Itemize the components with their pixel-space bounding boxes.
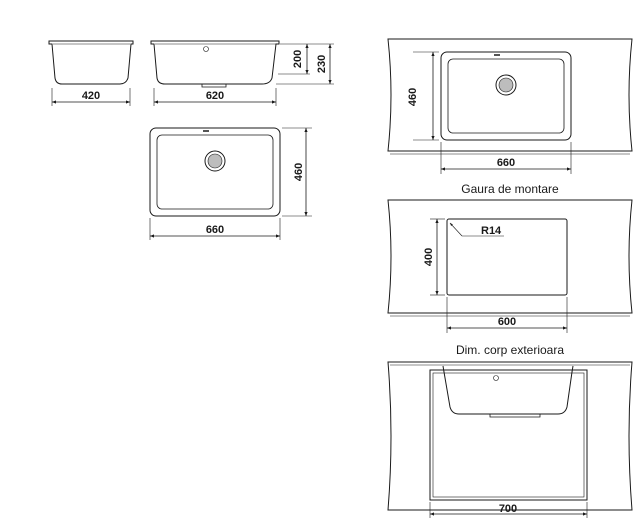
- countertop-slab: [387, 361, 633, 511]
- top-view: [149, 127, 312, 240]
- overflow-hole: [493, 375, 499, 381]
- cabinet-inner-outline: [432, 372, 585, 498]
- drain: [498, 77, 514, 93]
- sink-bowl: [447, 58, 565, 134]
- sink-bowl: [156, 134, 274, 210]
- drain-outlet: [201, 84, 227, 88]
- sink-outer-rim: [440, 51, 572, 141]
- front-view: [150, 40, 334, 106]
- dim-label-620: 620: [206, 90, 224, 102]
- sink-side-profile: [48, 40, 134, 85]
- cabinet-outline: [429, 369, 588, 501]
- sink-body-profile: [442, 365, 574, 415]
- dim-label-230: 230: [316, 55, 328, 73]
- dim-label-200: 200: [292, 50, 304, 68]
- dim-label-460-panel: 460: [407, 88, 419, 106]
- cutout-outline: [446, 218, 568, 296]
- drain-ring: [204, 150, 226, 172]
- dim-label-400: 400: [423, 248, 435, 266]
- overmount-panel: [387, 38, 633, 174]
- sink-outer-rim: [149, 127, 281, 217]
- dim-label-700: 700: [499, 503, 517, 515]
- drain-outlet: [489, 414, 541, 418]
- caption-body-exterior: Dim. corp exterioara: [456, 343, 564, 357]
- overflow-hole: [203, 46, 209, 52]
- dim-label-660-panel: 660: [497, 157, 515, 169]
- radius-label: R14: [481, 225, 502, 237]
- countertop-slab: [387, 38, 633, 152]
- body-exterior-panel: [387, 361, 633, 518]
- sink-front-profile: [150, 40, 280, 85]
- caption-mounting-hole: Gaura de montare: [461, 182, 559, 196]
- side-view: [48, 40, 134, 106]
- dim-label-460-top: 460: [293, 163, 305, 181]
- mounting-hole-panel: [387, 199, 633, 333]
- drain: [207, 153, 223, 169]
- dim-label-600: 600: [498, 316, 516, 328]
- dim-label-660-top: 660: [206, 224, 224, 236]
- countertop-slab: [387, 199, 633, 314]
- dim-label-420: 420: [82, 90, 100, 102]
- drain-ring: [495, 74, 517, 96]
